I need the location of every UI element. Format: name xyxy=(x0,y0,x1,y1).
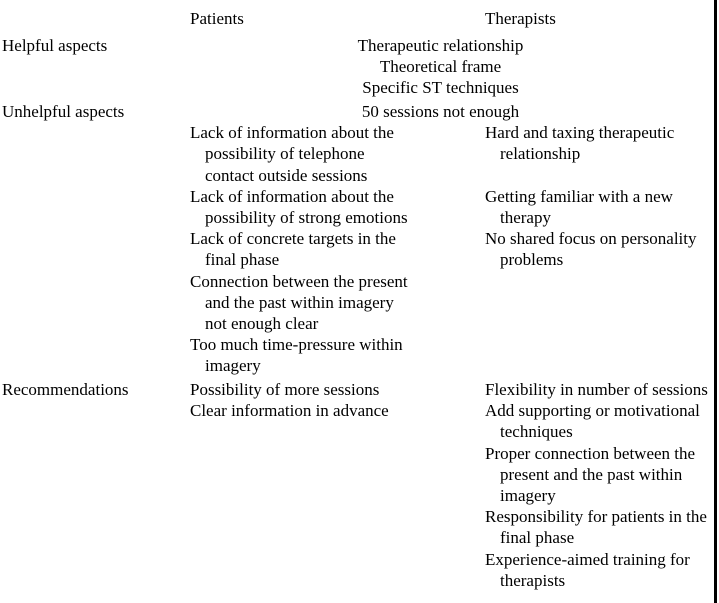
table-row: Clear information in advance Add support… xyxy=(0,400,719,442)
row-label-recommendations: Recommendations xyxy=(2,380,129,399)
shared-item: Therapeutic relationship xyxy=(357,36,524,55)
column-header-therapists: Therapists xyxy=(485,9,556,28)
section-helpful-aspects: Helpful aspects Therapeutic relationship… xyxy=(0,35,719,99)
shared-item: 50 sessions not enough xyxy=(361,102,520,121)
table-row: Specific ST techniques xyxy=(0,77,719,98)
table-header-row: Patients Therapists xyxy=(0,8,719,29)
row-label-unhelpful-aspects: Unhelpful aspects xyxy=(2,102,125,121)
patients-cell: Clear information in advance xyxy=(190,401,389,421)
page-edge-scan-line xyxy=(714,0,717,603)
shared-item: Specific ST techniques xyxy=(362,78,519,98)
section-recommendations: Recommendations Possibility of more sess… xyxy=(0,379,719,591)
shared-item: Theoretical frame xyxy=(379,57,502,77)
row-label-helpful-aspects: Helpful aspects xyxy=(2,36,108,55)
table-row: Theoretical frame xyxy=(0,56,719,77)
column-header-patients: Patients xyxy=(190,9,244,28)
table-row: Recommendations Possibility of more sess… xyxy=(0,379,719,400)
table-row: Helpful aspects Therapeutic relationship xyxy=(0,35,719,56)
table-row: Unhelpful aspects 50 sessions not enough xyxy=(0,101,719,122)
therapists-cell: Flexibility in number of sessions xyxy=(485,380,708,399)
section-unhelpful-aspects: Unhelpful aspects 50 sessions not enough… xyxy=(0,101,719,377)
patients-cell: Possibility of more sessions xyxy=(190,380,380,399)
